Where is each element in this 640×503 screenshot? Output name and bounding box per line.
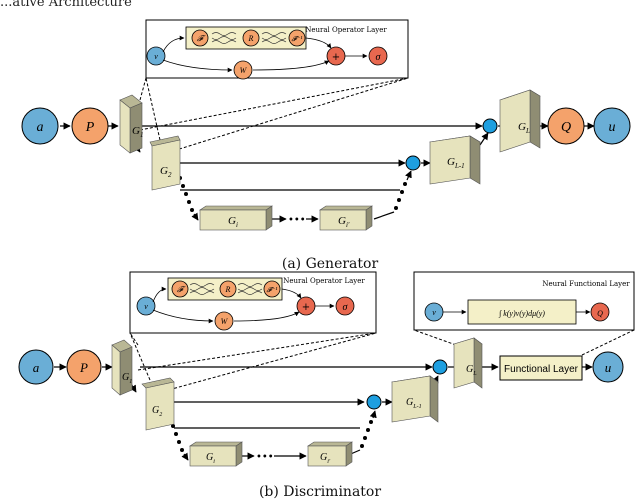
svg-text:W: W	[240, 66, 248, 75]
svg-text:G2: G2	[160, 165, 172, 179]
neural-operator-inset-generator: Neural Operator Layer v 𝓕 R 𝓕⁻¹ W + σ	[145, 19, 409, 80]
block-g1: G1	[119, 94, 143, 154]
block-gi-prime-d: Gi'	[307, 441, 353, 467]
svg-text:GL: GL	[518, 121, 530, 135]
svg-text:W: W	[221, 317, 229, 326]
svg-text:GL-1: GL-1	[447, 156, 465, 170]
svg-text:𝓕: 𝓕	[197, 34, 206, 43]
svg-text:Neural Operator Layer: Neural Operator Layer	[305, 26, 387, 34]
svg-text:R: R	[225, 285, 231, 294]
dotted-path-right	[394, 182, 407, 210]
svg-text:G2: G2	[152, 405, 162, 418]
neural-functional-inset: Neural Functional Layer v ∫ k(y)v(y)dμ(y…	[413, 271, 635, 331]
svg-text:v: v	[144, 302, 148, 311]
svg-text:Gi: Gi	[228, 215, 238, 229]
svg-text:∫ k(y)v(y)dμ(y): ∫ k(y)v(y)dμ(y)	[498, 309, 545, 318]
svg-text:a: a	[37, 120, 44, 135]
node-p: P	[71, 107, 109, 145]
svg-text:v: v	[432, 308, 436, 317]
caption-generator: (a) Generator	[282, 256, 379, 272]
ellipsis-generator: •••	[288, 215, 306, 226]
functional-layer-box: Functional Layer	[499, 355, 583, 381]
svg-text:σ: σ	[376, 52, 382, 63]
block-gl-d: GL	[453, 337, 483, 389]
block-gi: Gi	[199, 205, 273, 231]
svg-text:+: +	[302, 302, 310, 313]
node-a: a	[21, 107, 59, 145]
node-u: u	[593, 107, 631, 145]
block-gl: GL	[499, 89, 541, 153]
dotted-path-left	[178, 176, 194, 212]
caption-discriminator: (b) Discriminator	[259, 484, 381, 500]
svg-text:a: a	[33, 360, 40, 375]
node-u-d: u	[592, 351, 624, 383]
junction-top	[482, 118, 498, 134]
generator-section: a P Q u G1 G2	[21, 19, 631, 272]
svg-text:σ: σ	[343, 302, 349, 313]
svg-text:GL-1: GL-1	[406, 397, 422, 410]
svg-text:G1: G1	[132, 125, 143, 139]
svg-text:P: P	[79, 360, 88, 375]
svg-text:Q: Q	[597, 309, 603, 318]
svg-text:𝓕: 𝓕	[177, 285, 186, 294]
top-heading: ...ative Architecture	[0, 0, 132, 10]
block-gi-prime: Gi'	[319, 205, 373, 231]
svg-text:+: +	[332, 52, 340, 63]
svg-text:u: u	[609, 120, 616, 135]
block-gi-d: Gi	[189, 441, 243, 467]
block-g2: G2	[149, 135, 181, 191]
svg-text:Neural Functional Layer: Neural Functional Layer	[542, 280, 630, 288]
svg-text:u: u	[605, 360, 612, 375]
svg-text:v: v	[154, 52, 158, 61]
junction-mid	[405, 155, 421, 171]
block-g2-d: G2	[141, 377, 175, 431]
svg-text:Gi': Gi'	[338, 215, 350, 229]
junction-top-d	[432, 359, 448, 375]
svg-text:𝓕⁻¹: 𝓕⁻¹	[267, 286, 278, 294]
discriminator-section: a P u G1 G2 GL-1	[18, 271, 635, 500]
svg-text:P: P	[85, 120, 95, 135]
svg-text:G1: G1	[122, 372, 132, 385]
node-q: Q	[547, 107, 585, 145]
svg-text:Neural Operator Layer: Neural Operator Layer	[283, 277, 365, 285]
block-gl-1: GL-1	[429, 135, 481, 185]
svg-text:𝓕⁻¹: 𝓕⁻¹	[292, 35, 303, 43]
block-g1-d: G1	[111, 339, 133, 396]
dotted-path-right-d	[360, 420, 373, 448]
svg-text:Q: Q	[561, 120, 571, 135]
svg-text:GL: GL	[466, 364, 477, 377]
svg-text:R: R	[248, 34, 254, 43]
svg-text:Gi: Gi	[206, 452, 215, 465]
ellipsis-discriminator: •••	[256, 452, 274, 463]
node-p-d: P	[66, 349, 102, 385]
svg-text:Functional Layer: Functional Layer	[504, 364, 579, 375]
junction-mid-d	[366, 394, 382, 410]
block-gl-1-d: GL-1	[391, 375, 439, 423]
svg-text:Gi': Gi'	[320, 452, 331, 465]
node-a-d: a	[18, 349, 54, 385]
neural-operator-inset-discriminator: Neural Operator Layer v 𝓕 R 𝓕⁻¹ W + σ	[129, 271, 377, 334]
